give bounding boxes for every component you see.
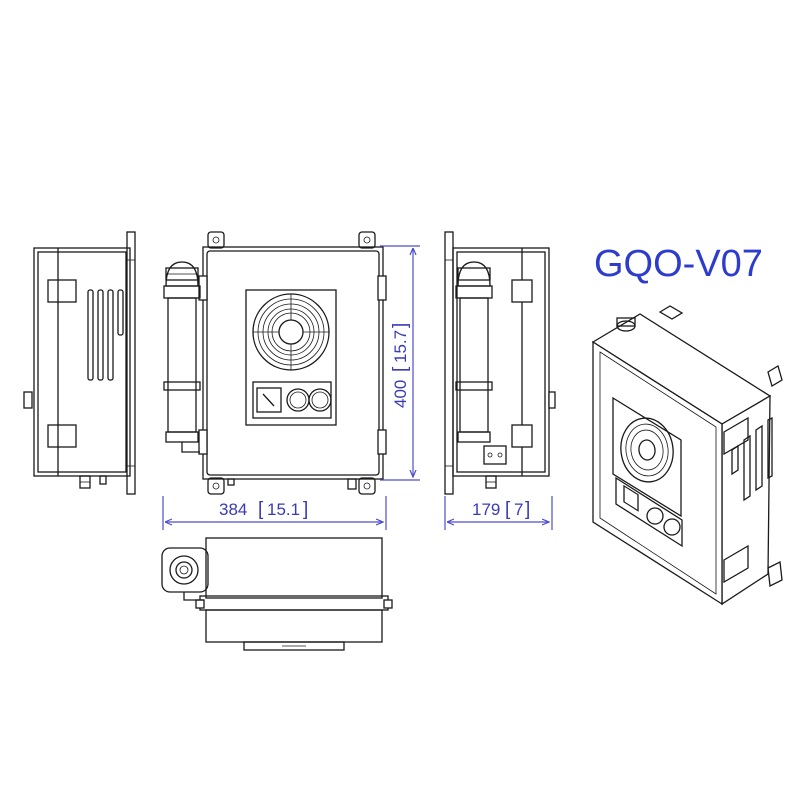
right-side-view [444,231,556,495]
bracket-icon: [ [505,499,511,520]
width-in-label: 15.1 [267,500,300,519]
width-mm-label: 384 [219,500,247,519]
fan-grille-icon [620,417,674,483]
height-in-label: 15.7 [391,330,410,363]
top-view [161,537,393,651]
isometric-view [591,305,783,606]
left-side-view [23,231,136,495]
height-dimension: 400 [ 15.7 ] [380,245,420,481]
timer-dial-icon [256,387,282,413]
bracket-icon: ] [303,499,308,520]
knob-icon [308,388,332,412]
depth-dimension: 179 [ 7 ] [444,496,553,530]
bracket-icon: ] [390,323,411,328]
width-dimension: 384 [ 15.1 ] [162,496,387,530]
depth-in-label: 7 [514,500,523,519]
model-title: GQO-V07 [594,243,763,285]
bracket-icon: ] [525,499,530,520]
height-mm-label: 400 [391,380,410,408]
fan-grille-icon [252,293,330,371]
bracket-icon: [ [258,499,264,520]
bracket-icon: [ [390,366,411,372]
front-view [163,231,387,495]
ozone-tube [163,261,201,453]
depth-mm-label: 179 [472,500,500,519]
